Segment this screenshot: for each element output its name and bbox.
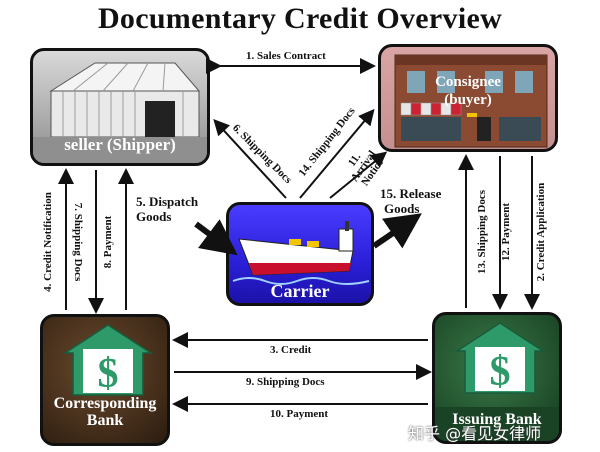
carrier-box: Carrier bbox=[226, 202, 374, 306]
corresponding-bank-label: Corresponding Bank bbox=[43, 395, 167, 429]
label-dispatch-goods-line2: Goods bbox=[136, 209, 172, 224]
arrow-arrival-notice bbox=[329, 151, 388, 199]
warehouse-icon bbox=[33, 62, 207, 163]
ship-icon bbox=[232, 221, 370, 285]
arrow-shipping-docs-6 bbox=[213, 119, 287, 199]
corresponding-bank-label-line2: Bank bbox=[86, 412, 124, 429]
issuing-bank-label: Issuing Bank bbox=[452, 411, 542, 428]
svg-text:$: $ bbox=[490, 349, 511, 395]
arrow-shipping-docs-14 bbox=[299, 108, 375, 199]
arrow-release-goods bbox=[372, 213, 422, 249]
label-shipping-docs-13: 13. Shipping Docs bbox=[476, 189, 488, 275]
label-payment-8: 8. Payment bbox=[102, 215, 114, 269]
bank-dollar-icon: $ bbox=[62, 324, 154, 397]
label-release-goods: 15. Release Goods bbox=[380, 186, 441, 216]
consignee-label-line2: (buyer) bbox=[444, 92, 492, 108]
diagram-title: Documentary Credit Overview bbox=[97, 2, 503, 35]
bank-dollar-icon: $ bbox=[435, 322, 559, 441]
label-shipping-docs-9: 9. Shipping Docs bbox=[246, 376, 325, 388]
label-payment-12: 12. Payment bbox=[500, 202, 512, 262]
corresponding-bank-label-line1: Corresponding bbox=[53, 395, 157, 412]
label-release-goods-line1: 15. Release bbox=[380, 186, 442, 201]
storefront-icon bbox=[394, 54, 548, 148]
issuing-bank-box: $ Issuing Bank bbox=[432, 312, 562, 444]
consignee-box: Consignee (buyer) bbox=[378, 44, 558, 152]
label-dispatch-goods: 5. Dispatch Goods bbox=[136, 194, 198, 224]
corresponding-bank-box: $ Corresponding Bank bbox=[40, 314, 170, 446]
label-shipping-docs-7: 7. Shipping Docs bbox=[72, 202, 84, 282]
label-payment-10: 10. Payment bbox=[270, 408, 329, 420]
label-credit-application: 2. Credit Application bbox=[535, 182, 547, 282]
label-credit-notification: 4. Credit Notification bbox=[42, 192, 54, 292]
arrow-dispatch-goods bbox=[194, 219, 238, 256]
carrier-label: Carrier bbox=[270, 281, 330, 301]
seller-box: seller (Shipper) bbox=[30, 48, 210, 166]
consignee-label-line1: Consignee bbox=[435, 74, 501, 90]
svg-text:$: $ bbox=[98, 351, 119, 397]
label-credit: 3. Credit bbox=[270, 344, 312, 356]
label-dispatch-goods-line1: 5. Dispatch bbox=[136, 194, 199, 209]
label-sales-contract: 1. Sales Contract bbox=[246, 50, 326, 62]
watermark: 知乎 @看见女律师 bbox=[408, 424, 542, 443]
seller-label: seller (Shipper) bbox=[64, 135, 176, 154]
label-release-goods-line2: Goods bbox=[384, 201, 420, 216]
consignee-label: Consignee (buyer) bbox=[381, 73, 555, 109]
